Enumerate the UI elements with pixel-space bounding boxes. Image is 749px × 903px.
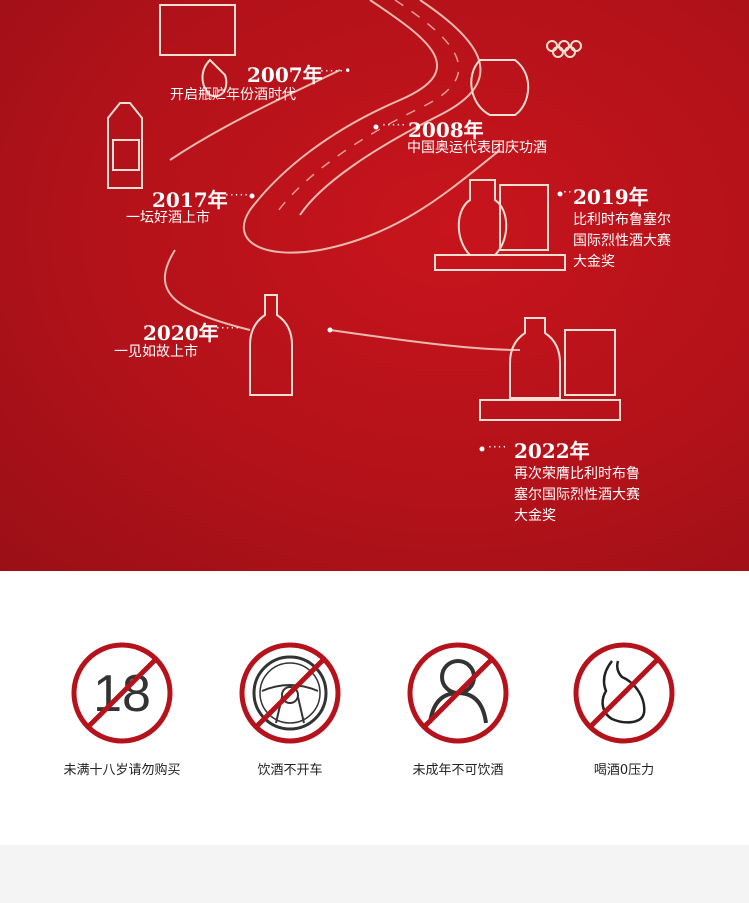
road-illustration (107, 0, 621, 421)
warning-item: 饮酒不开车 (206, 641, 374, 778)
timeline-year: 2017年 (152, 188, 228, 212)
timeline-year: 2019年 (573, 185, 649, 209)
leader-dots: ···· (488, 440, 508, 454)
timeline-text: 开启瓶贮年份酒时代 (170, 87, 296, 103)
no-pregnant-icon (573, 642, 675, 744)
timeline-line: 国际烈性酒大赛 (573, 233, 671, 249)
warning-item: 18 未满十八岁请勿购买 (38, 641, 206, 778)
warning-section: 18 未满十八岁请勿购买 饮酒不开车 未成年不可饮酒 (0, 571, 749, 845)
timeline-year: 2008年 (408, 118, 484, 142)
olympic-jar-illustration (470, 59, 530, 116)
timeline-banner: 2007年 ·····• 开启瓶贮年份酒时代 2008年 ····· 中国奥运代… (0, 0, 749, 571)
jar-bottle-illustration (107, 102, 143, 189)
timeline-line: 再次荣膺比利时布鲁 (514, 466, 640, 482)
timeline-line: 大金奖 (514, 508, 556, 524)
timeline-text: 一坛好酒上市 (126, 210, 210, 226)
warning-item: 未成年不可饮酒 (374, 641, 542, 778)
warning-label: 饮酒不开车 (257, 763, 323, 778)
timeline-year: 2020年 (143, 321, 219, 345)
no-minors-icon (407, 642, 509, 744)
timeline-text: 一见如故上市 (114, 344, 198, 360)
crate-illustration (159, 4, 236, 56)
warning-item: 喝酒0压力 (540, 641, 708, 778)
timeline-line: 比利时布鲁塞尔 (573, 212, 671, 228)
timeline-year: 2007年 (247, 63, 323, 87)
leader-dots: ····· (225, 188, 250, 202)
warning-label: 未成年不可饮酒 (412, 763, 504, 778)
leader-dots: ····· (382, 118, 407, 132)
leader-dots: ·····• (320, 64, 353, 78)
warning-label: 未满十八岁请勿购买 (63, 763, 181, 778)
no-under-18-icon: 18 (71, 642, 173, 744)
timeline-text: 中国奥运代表团庆功酒 (407, 140, 547, 156)
timeline-text: 比利时布鲁塞尔 国际烈性酒大赛 大金奖 (573, 210, 671, 273)
bottle-2020 (249, 294, 293, 396)
no-drink-driving-icon (239, 642, 341, 744)
leader-dots: ····· (216, 321, 241, 335)
award-bottle-2022 (509, 317, 561, 399)
leader-dots: ·· (563, 185, 573, 199)
timeline-line: 塞尔国际烈性酒大赛 (514, 487, 640, 503)
warning-label: 喝酒0压力 (593, 763, 655, 778)
timeline-year: 2022年 (514, 439, 590, 463)
timeline-text: 再次荣膺比利时布鲁 塞尔国际烈性酒大赛 大金奖 (514, 464, 640, 527)
timeline-line: 大金奖 (573, 254, 615, 270)
footer-band (0, 845, 749, 903)
